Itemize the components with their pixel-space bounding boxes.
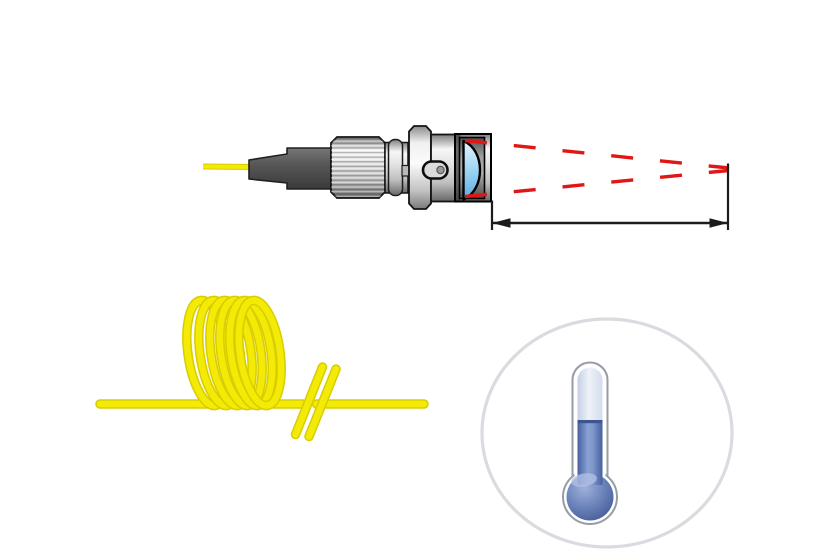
thermometer-liquid-top-edge <box>577 420 603 424</box>
coil-loop-core <box>235 297 285 409</box>
dimension-arrow-right <box>709 218 728 228</box>
dimension-arrow-left <box>492 218 511 228</box>
fiber-coil <box>95 295 429 442</box>
lens-housing-shadow-band <box>456 135 461 201</box>
bulb-highlight <box>571 473 597 487</box>
beam-annotation <box>464 138 730 199</box>
fiber-break-slash-1 <box>292 363 326 438</box>
beam-edge-top <box>464 138 730 170</box>
mount-flange <box>408 125 432 210</box>
temperature-icon <box>480 317 734 549</box>
collimator-assembly <box>202 125 492 210</box>
knurl-texture <box>331 137 385 198</box>
fiber-pigtail <box>202 164 254 169</box>
working-distance-dimension <box>490 163 730 230</box>
fiber-break-slash-2 <box>305 365 340 440</box>
set-screw <box>436 165 445 175</box>
collet-window <box>387 138 404 197</box>
coil-loop <box>234 295 286 411</box>
set-screw-slot <box>421 160 449 180</box>
strain-relief-boot <box>248 147 332 190</box>
collimating-lens <box>462 139 482 201</box>
beam-edge-bottom <box>464 168 730 199</box>
